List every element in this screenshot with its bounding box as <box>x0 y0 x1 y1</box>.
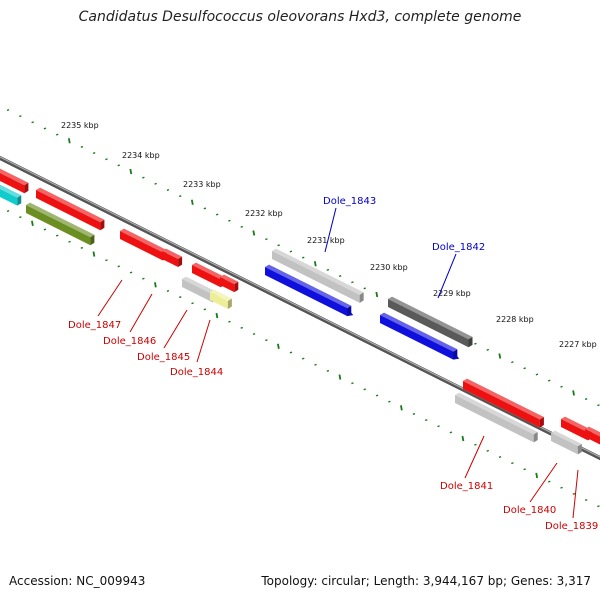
gene-label-dole_1839[interactable]: Dole_1839 <box>545 521 598 532</box>
gene-label-dole_1845[interactable]: Dole_1845 <box>137 352 190 363</box>
gene-feature-1846[interactable] <box>120 228 167 261</box>
gene-feature-1845[interactable] <box>162 248 183 268</box>
gene-label-dole_1843[interactable]: Dole_1843 <box>323 196 376 207</box>
leader-line <box>572 469 579 519</box>
leader-line <box>129 293 153 333</box>
topology-summary: Topology: circular; Length: 3,944,167 bp… <box>261 574 591 588</box>
gene-feature-yellow[interactable] <box>210 289 232 309</box>
major-tick <box>190 199 194 205</box>
major-tick <box>31 220 34 226</box>
major-tick <box>252 230 256 236</box>
major-tick <box>313 261 317 267</box>
gene-features <box>0 168 600 455</box>
backbone-line <box>0 155 600 461</box>
scale-label: 2231 kbp <box>307 236 345 245</box>
major-tick <box>129 168 133 175</box>
gene-feature-1842[interactable] <box>380 312 460 360</box>
major-tick <box>498 353 502 359</box>
major-tick <box>338 374 342 380</box>
map-title: Candidatus Desulfococcus oleovorans Hxd3… <box>78 9 522 25</box>
gene-label-dole_1847[interactable]: Dole_1847 <box>68 320 121 331</box>
scale-label: 2234 kbp <box>122 151 160 160</box>
leader-line <box>97 279 123 317</box>
scale-label: 2229 kbp <box>433 289 471 298</box>
leader-line <box>324 207 337 253</box>
scale-label: 2227 kbp <box>559 340 597 349</box>
scale-label: 2230 kbp <box>370 263 408 272</box>
gene-label-dole_1842[interactable]: Dole_1842 <box>432 242 485 253</box>
major-tick <box>400 405 403 411</box>
scale-label: 2228 kbp <box>496 315 534 324</box>
gene-label-dole_1846[interactable]: Dole_1846 <box>103 336 156 347</box>
gene-label-dole_1844[interactable]: Dole_1844 <box>170 367 223 378</box>
gene-feature-1842-dark[interactable] <box>388 296 473 348</box>
gene-feature-1843[interactable] <box>265 264 354 317</box>
major-tick <box>154 282 157 288</box>
accession-text: Accession: NC_009943 <box>9 574 146 588</box>
gene-feature-olive[interactable] <box>26 202 95 246</box>
gene-feature-1847[interactable] <box>36 187 105 231</box>
leader-line <box>464 435 485 479</box>
major-tick <box>215 312 219 319</box>
leader-line <box>163 309 188 349</box>
major-tick <box>277 343 280 349</box>
scale-label: 2232 kbp <box>245 209 283 218</box>
backbone-highlight <box>0 156 600 458</box>
genome-backbone <box>0 155 600 461</box>
leader-line <box>437 253 457 299</box>
lower-scale-ticks <box>6 209 600 508</box>
gene-feature-1848[interactable] <box>0 168 29 194</box>
gene-feature-1841-gray[interactable] <box>455 392 538 443</box>
scale-label: 2233 kbp <box>183 180 221 189</box>
gene-label-dole_1841[interactable]: Dole_1841 <box>440 481 493 492</box>
gene-label-dole_1840[interactable]: Dole_1840 <box>503 505 556 516</box>
gene-feature-1840[interactable] <box>551 430 582 455</box>
gene-feature-1841[interactable] <box>463 378 544 428</box>
gene-feature-1844b[interactable] <box>220 274 239 293</box>
scale-labels: 2235 kbp 2234 kbp 2233 kbp 2232 kbp 2231 kbp… <box>61 121 597 349</box>
leader-line <box>529 462 558 503</box>
major-tick <box>92 251 96 257</box>
label-leader-lines <box>97 207 579 519</box>
major-tick <box>375 291 379 298</box>
major-tick <box>572 390 575 396</box>
gene-labels: Dole_1843Dole_1842Dole_1847Dole_1846Dole… <box>68 196 598 532</box>
scale-label: 2235 kbp <box>61 121 99 130</box>
gene-feature-edge[interactable] <box>585 426 600 446</box>
leader-line <box>196 319 211 363</box>
major-tick <box>461 435 465 442</box>
gene-feature-cyan[interactable] <box>0 184 22 206</box>
major-tick <box>535 472 539 479</box>
major-tick <box>67 138 71 144</box>
upper-scale-ticks <box>6 108 600 407</box>
gene-feature-1843-gray[interactable] <box>272 248 364 303</box>
